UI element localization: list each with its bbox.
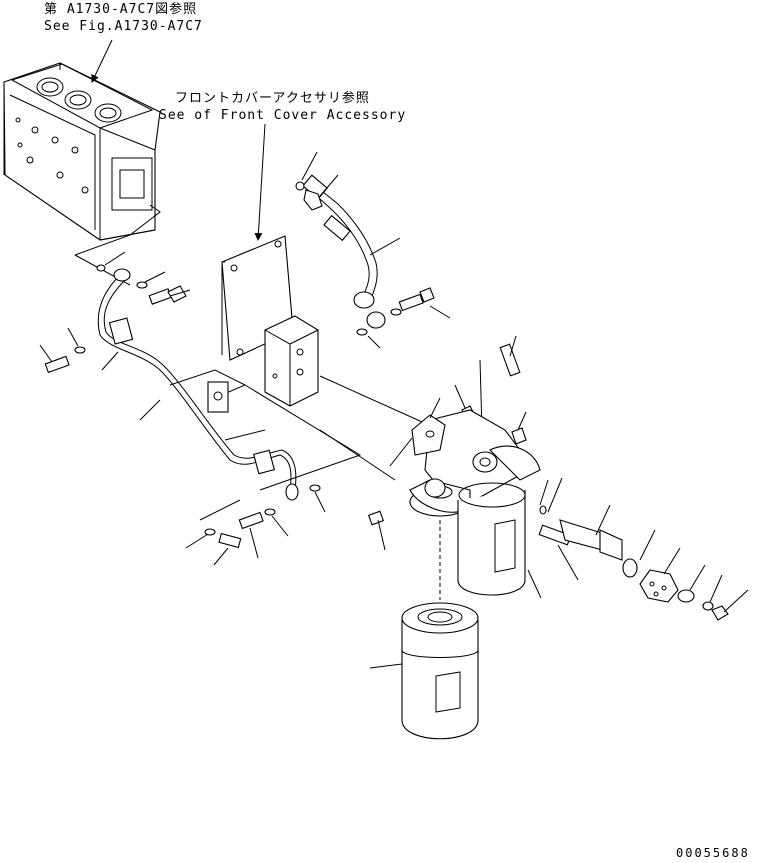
- mounted-filter: [457, 482, 526, 596]
- drawing-number: 00055688: [676, 846, 750, 860]
- sensor-assembly: [559, 519, 729, 621]
- bolts: [44, 264, 572, 549]
- filter-head: [409, 409, 541, 517]
- front-cover-reference-ja: フロントカバーアクセサリ参照: [175, 91, 370, 106]
- cylinder-block: [3, 62, 161, 241]
- block-reference-ja: 第 A1730-A7C7図参照: [44, 2, 198, 17]
- spare-filter: [401, 602, 479, 740]
- front-cover-reference-en: See of Front Cover Accessory: [159, 108, 407, 123]
- oil-block: [264, 315, 319, 407]
- oil-pipe-left: [97, 268, 299, 501]
- callout-lines: [39, 151, 749, 669]
- block-reference-en: See Fig.A1730-A7C7: [44, 19, 203, 34]
- pipe-clamp: [207, 381, 229, 413]
